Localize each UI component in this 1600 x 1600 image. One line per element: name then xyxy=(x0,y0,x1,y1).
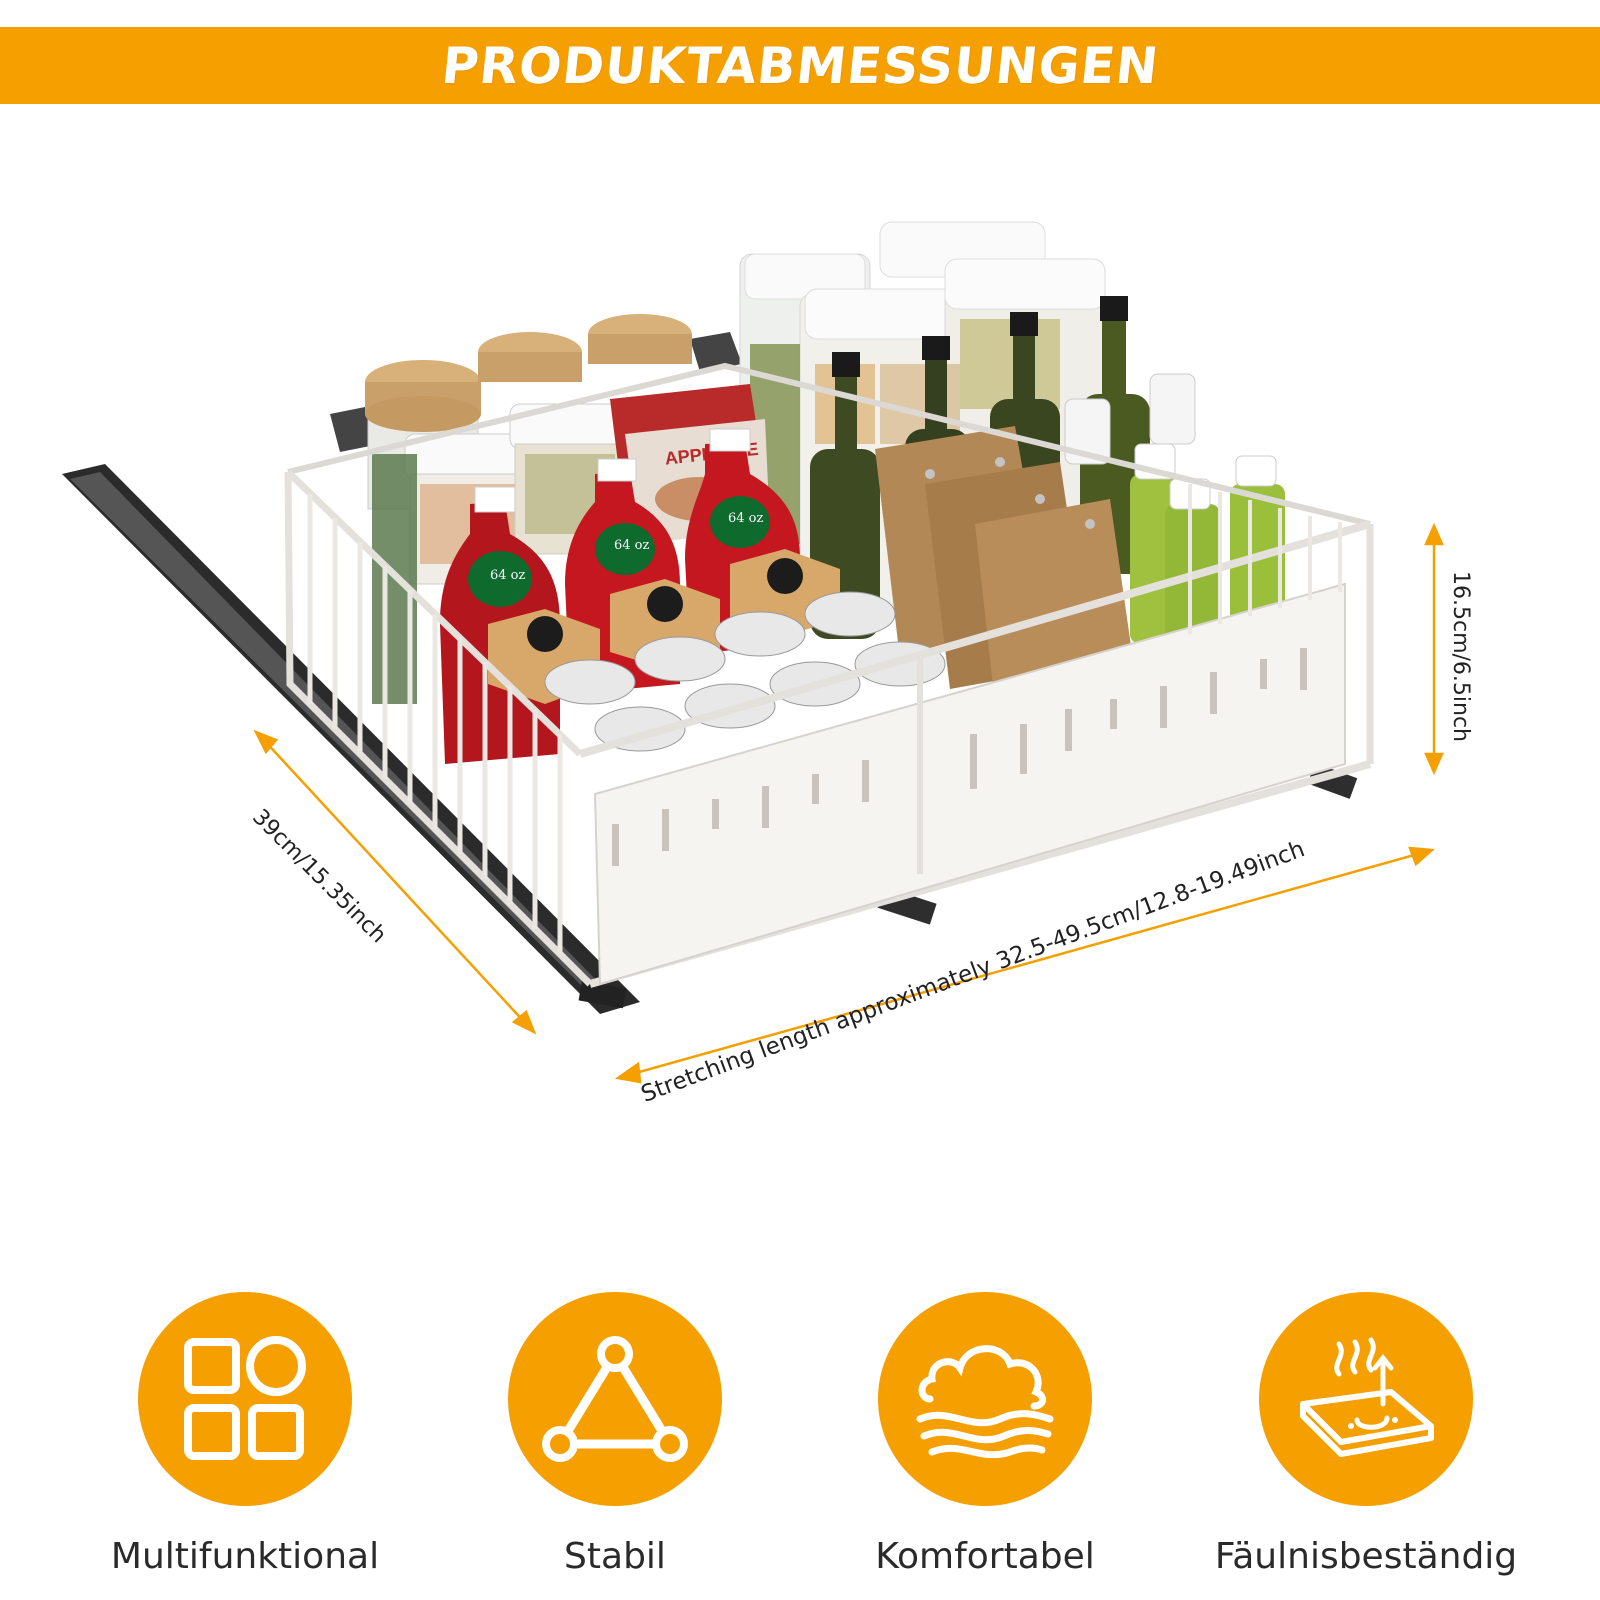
feature-label-multifunctional: Multifunktional xyxy=(110,1536,380,1577)
kraft-bags xyxy=(875,426,1135,704)
feature-stable: Stabil xyxy=(465,1292,765,1582)
triangle-nodes-icon xyxy=(508,1292,722,1506)
page-title: PRODUKTABMESSUNGEN xyxy=(438,36,1162,95)
features-row: Multifunktional Stabil Komfortabel xyxy=(0,1292,1600,1582)
bottle-label-2: 64 oz xyxy=(614,538,650,553)
feature-multifunctional: Multifunktional xyxy=(95,1292,395,1582)
grid-shapes-icon xyxy=(138,1292,352,1506)
feature-label-rot-resistant: Fäulnisbeständig xyxy=(1214,1536,1518,1577)
bottle-label-3: 64 oz xyxy=(728,511,764,526)
bottle-label-1: 64 oz xyxy=(490,568,526,583)
feature-label-stable: Stabil xyxy=(564,1536,666,1577)
product-illustration: APPLE PIE 64 oz 64 oz 64 oz xyxy=(0,104,1600,1224)
steam-surface-icon xyxy=(1259,1292,1473,1506)
header-banner: PRODUKTABMESSUNGEN xyxy=(0,27,1600,104)
height-dimension-label: 16.5cm/6.5inch xyxy=(1448,570,1474,743)
pull-out-basket-image: APPLE PIE 64 oz 64 oz 64 oz xyxy=(62,221,1444,1084)
feature-rot-resistant: Fäulnisbeständig xyxy=(1214,1292,1518,1582)
feature-label-comfortable: Komfortabel xyxy=(875,1536,1095,1577)
cloud-waves-icon xyxy=(878,1292,1092,1506)
feature-comfortable: Komfortabel xyxy=(835,1292,1135,1582)
basket-left-bars xyxy=(307,494,563,954)
front-panel-slots xyxy=(612,648,1307,866)
basket-right-bars xyxy=(1188,484,1342,634)
dimension-arrows xyxy=(253,522,1444,1084)
